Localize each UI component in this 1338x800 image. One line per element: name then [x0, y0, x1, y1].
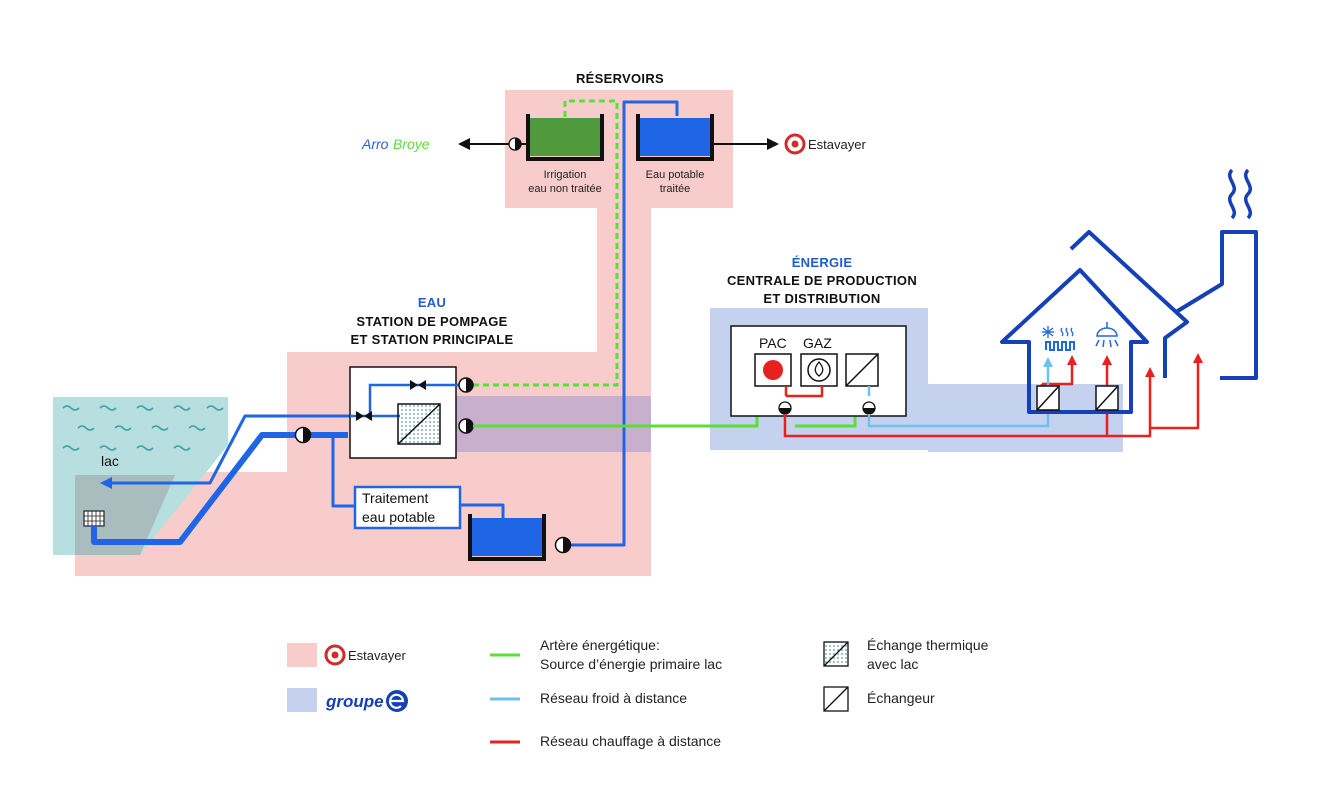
legend-heat-exchange-icon — [823, 641, 849, 667]
lake-intake-pipe — [91, 414, 350, 545]
station-internal-pipe — [368, 383, 460, 416]
arrow-up-icon — [1067, 353, 1203, 377]
legend-swatch-groupe-e — [287, 688, 317, 712]
eau-tag: EAU — [418, 295, 446, 310]
pac-label: PAC — [759, 335, 787, 351]
svg-text:traitée: traitée — [660, 183, 691, 195]
valve-icon — [410, 380, 426, 390]
pump-icon — [458, 377, 474, 393]
legend-lightblue-text: Réseau froid à distance — [540, 690, 687, 706]
raw-water-pipe — [473, 99, 619, 387]
valve-icon — [356, 411, 372, 421]
svg-text:Broye: Broye — [393, 136, 430, 152]
treatment-pipe — [331, 100, 679, 547]
lake-pink-overlap — [75, 475, 175, 555]
return-arrow-icon — [100, 477, 112, 489]
arrow-up-icon — [1043, 357, 1053, 367]
lake-label: lac — [101, 453, 119, 469]
arrobroye-arrow — [458, 137, 528, 151]
svg-text:ET STATION PRINCIPALE: ET STATION PRINCIPALE — [350, 332, 513, 347]
svg-text:Arro: Arro — [361, 136, 389, 152]
intake-grid-icon — [83, 510, 105, 527]
pump-icon — [862, 401, 876, 415]
svg-text:Traitement: Traitement — [362, 490, 429, 506]
legend-exchanger-icon — [823, 686, 849, 712]
lake-heat-exchange-icon — [397, 403, 441, 445]
heat-waves-icon — [1060, 327, 1074, 337]
reservoirs-title: RÉSERVOIRS — [576, 71, 664, 86]
svg-text:eau potable: eau potable — [362, 509, 435, 525]
heat-pump-icon — [754, 353, 792, 387]
treatment-box: Traitement eau potable — [353, 485, 462, 530]
legend-swatch-estavayer — [287, 643, 317, 667]
irrigation-label: Irrigation — [544, 169, 587, 181]
smoke-icon — [1228, 168, 1252, 220]
legend-red-text: Réseau chauffage à distance — [540, 733, 721, 749]
gaz-label: GAZ — [803, 335, 832, 351]
snowflake-icon — [1042, 326, 1054, 338]
svg-text:groupe: groupe — [325, 692, 384, 711]
legend-estavayer-logo: Estavayer — [324, 644, 406, 666]
svg-text:ET DISTRIBUTION: ET DISTRIBUTION — [763, 291, 880, 306]
shower-icon — [1095, 322, 1119, 348]
energie-title: CENTRALE DE PRODUCTION — [727, 273, 917, 288]
plant-internal-pipe — [784, 386, 824, 398]
radiator-icon — [1045, 341, 1075, 351]
gas-boiler-icon — [800, 353, 838, 387]
svg-text:Estavayer: Estavayer — [808, 137, 866, 152]
legend-exchanger-text: Échangeur — [867, 690, 935, 706]
estavayer-logo: Estavayer — [784, 133, 866, 155]
pump-icon — [554, 536, 572, 554]
svg-text:eau non traitée: eau non traitée — [528, 183, 601, 195]
eau-title: STATION DE POMPAGE — [356, 314, 507, 329]
exchanger-icon — [845, 353, 879, 387]
legend-green-text: Artère énergétique: — [540, 637, 660, 653]
estavayer-arrow — [712, 138, 779, 150]
pump-icon — [458, 418, 474, 434]
wave-icons — [62, 405, 224, 451]
arrobroye-logo: Arro Broye — [361, 136, 430, 152]
buildings-icon — [1000, 230, 1258, 414]
svg-text:avec lac: avec lac — [867, 656, 918, 672]
svg-text:Source d’énergie primaire lac: Source d’énergie primaire lac — [540, 656, 722, 672]
pump-icon — [778, 401, 792, 415]
pump-icon — [294, 426, 312, 444]
svg-text:Estavayer: Estavayer — [348, 648, 406, 663]
drinking-water-tank — [636, 114, 714, 161]
potable-tank — [468, 514, 546, 561]
irrigation-tank — [526, 114, 604, 161]
energie-tag: ÉNERGIE — [792, 255, 853, 270]
exchanger-icon — [1095, 385, 1119, 411]
legend-exchange-text: Échange thermique — [867, 637, 989, 653]
exchanger-icon — [1036, 385, 1060, 411]
legend-groupe-e-logo: groupe — [325, 690, 408, 712]
potable-label: Eau potable — [646, 169, 705, 181]
